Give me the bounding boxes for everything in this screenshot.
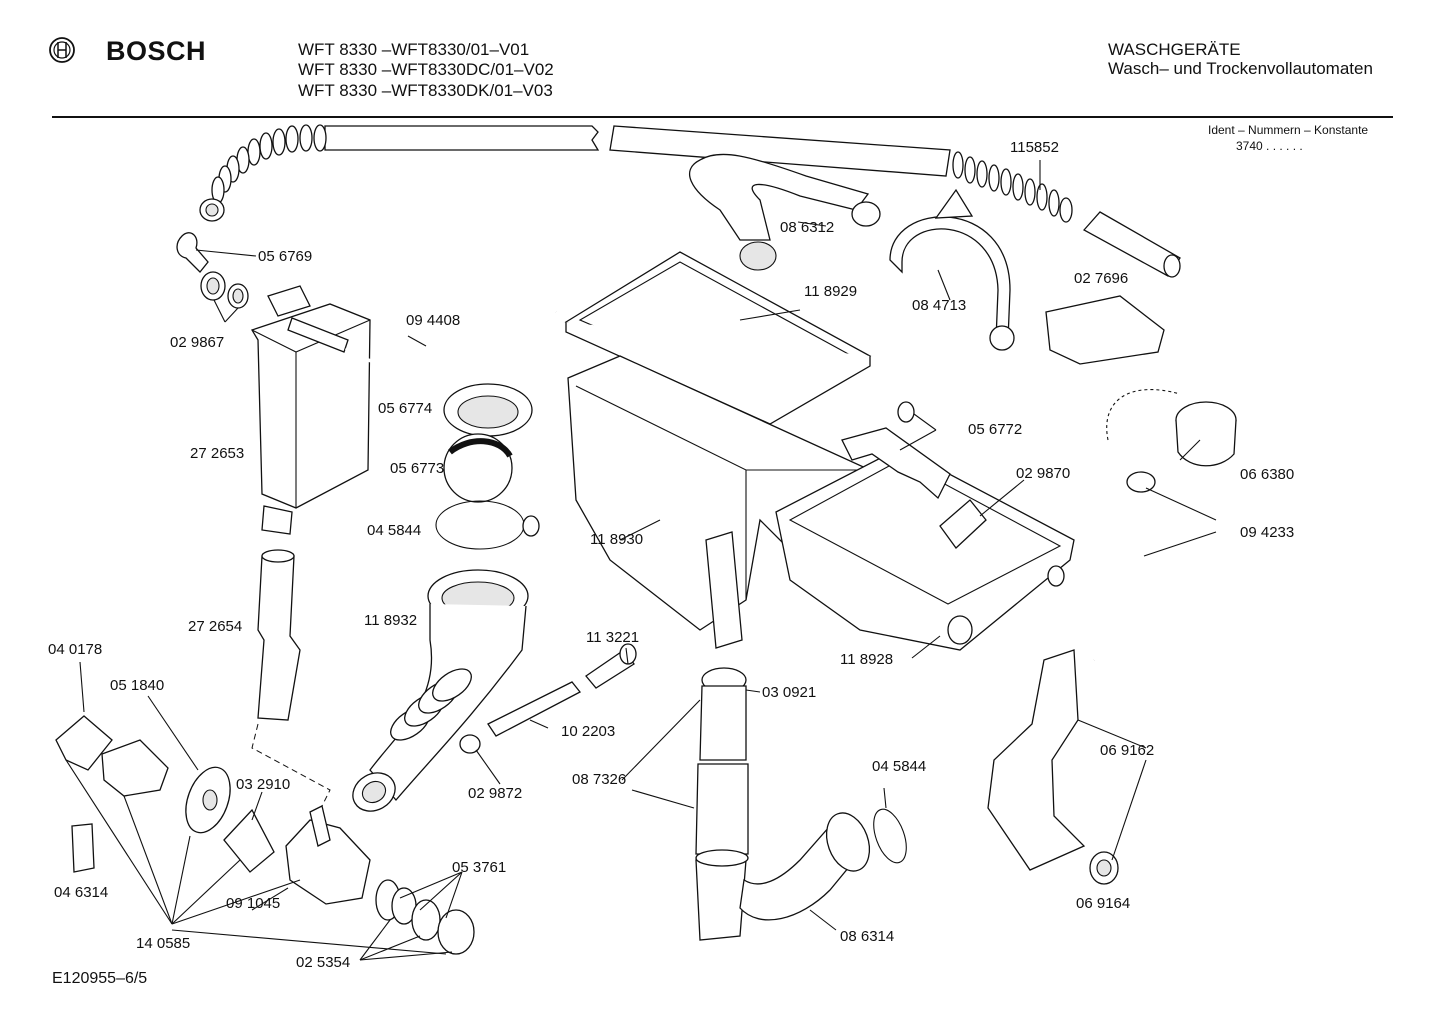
rod-tube: [487, 681, 582, 737]
part-label: 02 5354: [296, 954, 351, 971]
part-label: 03 0921: [762, 684, 817, 701]
part-label: 115852: [1010, 139, 1059, 156]
part-label: 09 4233: [1240, 524, 1295, 541]
part-label: 27 2653: [190, 445, 245, 462]
part-label: 08 4713: [912, 297, 967, 314]
part-label: 27 2654: [188, 618, 243, 635]
leader-lines: [65, 160, 1217, 961]
connector-nozzle: [1082, 211, 1181, 277]
part-label: 02 9870: [1016, 465, 1071, 482]
supply-hose: [199, 124, 1073, 223]
hose-grommet: [739, 241, 777, 271]
ball-float: [443, 433, 513, 503]
part-label: 04 5844: [367, 522, 422, 539]
dispenser-housing: [567, 355, 871, 649]
drain-bellow-hose: [739, 812, 871, 921]
brand-name: BOSCH: [106, 36, 207, 66]
part-label: 11 8932: [364, 612, 418, 629]
pump-housing-outlet: [309, 805, 331, 847]
pressure-hose-inner: [1092, 444, 1154, 662]
part-label: 03 2910: [236, 776, 291, 793]
part-label: 04 5844: [872, 758, 927, 775]
part-label: 05 6773: [390, 460, 445, 477]
model-line-3: WFT 8330 –WFT8330DK/01–V03: [298, 81, 553, 100]
part-label: 06 9164: [1076, 895, 1131, 912]
part-label: 08 7326: [572, 771, 627, 788]
siphon-cap: [939, 499, 987, 549]
nozzle-end: [1163, 254, 1181, 278]
ring-small: [459, 734, 481, 754]
part-label: 02 9872: [468, 785, 523, 802]
clip-piece: [71, 823, 95, 873]
dispenser-drawer: [775, 447, 1075, 651]
part-label: 05 1840: [110, 677, 165, 694]
part-label: 10 2203: [561, 723, 616, 740]
subcategory-title: Wasch– und Trockenvollautomaten: [1108, 59, 1373, 78]
model-line-1: WFT 8330 –WFT8330/01–V01: [298, 40, 530, 59]
part-label: 04 0178: [48, 641, 103, 658]
part-label: 05 6769: [258, 248, 313, 265]
bracket-screw: [897, 401, 915, 423]
hose-clip-foot: [989, 325, 1015, 351]
washer-large-hole: [206, 277, 220, 295]
ball-highlight: [448, 438, 513, 458]
clamp-screw: [522, 515, 540, 537]
washer-small-hole: [232, 288, 244, 304]
part-label: 02 9867: [170, 334, 225, 351]
part-label: 11 8928: [840, 651, 894, 668]
part-label: 11 8929: [804, 283, 858, 300]
pressure-switch-tube-dashed: [1106, 389, 1181, 441]
grommet: [1126, 471, 1156, 493]
drain-bellows: [352, 569, 529, 812]
thin-hose-inner: [344, 305, 557, 365]
inlet-container: [251, 285, 371, 535]
part-label: 08 6312: [780, 219, 835, 236]
pump-disc-center: [202, 789, 218, 811]
mounting-bracket: [1045, 295, 1165, 365]
part-label: 02 7696: [1074, 270, 1129, 287]
impeller-cover: [223, 808, 275, 873]
part-label: 04 6314: [54, 884, 109, 901]
pump-ring-3: [411, 899, 441, 941]
part-label: 05 3761: [452, 859, 507, 876]
part-label: 06 6380: [1240, 466, 1295, 483]
part-label: 14 0585: [136, 935, 191, 952]
dispenser-cover: [564, 251, 872, 425]
category-title: WASCHGERÄTE: [1108, 40, 1241, 59]
pump-motor-block: [101, 739, 169, 797]
fan-impeller: [55, 715, 113, 771]
drawer-bracket: [841, 427, 951, 500]
hose-clip-tab: [934, 188, 974, 219]
ident-label: Ident – Nummern – Konstante: [1208, 123, 1369, 137]
part-label: 05 6774: [378, 400, 433, 417]
hose-clamp-ring: [435, 500, 525, 550]
bushing-hole: [1096, 859, 1112, 877]
connecting-tube: [257, 549, 301, 721]
part-label: 09 4408: [406, 312, 461, 329]
part-label: 05 6772: [968, 421, 1023, 438]
part-label: 11 3221: [586, 629, 640, 646]
hose-clip: [889, 216, 1011, 341]
part-label: 11 8930: [590, 531, 644, 548]
ident-value: 3740 . . . . . .: [1236, 139, 1303, 153]
elbow-fitting: [176, 232, 209, 273]
heater-bracket: [987, 649, 1086, 871]
hose-clamp: [873, 808, 907, 864]
filter-cap: [437, 909, 475, 955]
part-label: 06 9162: [1100, 742, 1155, 759]
drawing-id: E120955–6/5: [52, 970, 148, 987]
seal-ring-inner: [457, 395, 519, 429]
curved-hose: [688, 153, 870, 241]
pressure-switch: [1175, 401, 1237, 467]
dashed-link: [251, 723, 331, 807]
model-line-2: WFT 8330 –WFT8330DC/01–V02: [298, 60, 554, 79]
drain-pipe: [695, 667, 749, 941]
part-label: 09 1045: [226, 895, 281, 912]
hose-end: [851, 201, 881, 227]
part-label: 08 6314: [840, 928, 895, 945]
bosch-logo-icon: [49, 37, 75, 63]
